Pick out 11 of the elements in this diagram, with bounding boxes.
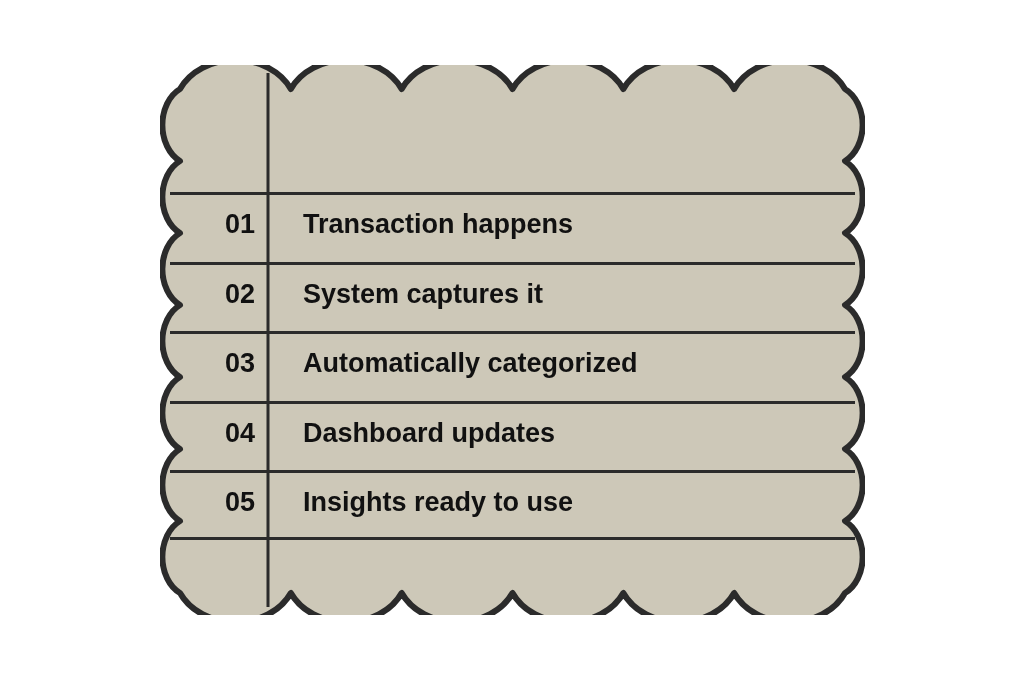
list-row bbox=[170, 470, 855, 540]
step-number: 05 bbox=[223, 487, 256, 519]
step-number: 01 bbox=[223, 209, 256, 240]
step-text: Insights ready to use bbox=[303, 487, 574, 519]
step-text: Automatically categorized bbox=[303, 348, 638, 380]
step-text: Transaction happens bbox=[303, 209, 574, 240]
step-text: Dashboard updates bbox=[303, 417, 556, 449]
step-text: System captures it bbox=[303, 278, 544, 310]
step-number: 02 bbox=[223, 278, 256, 310]
step-number: 03 bbox=[223, 348, 256, 380]
step-number: 04 bbox=[223, 417, 256, 449]
